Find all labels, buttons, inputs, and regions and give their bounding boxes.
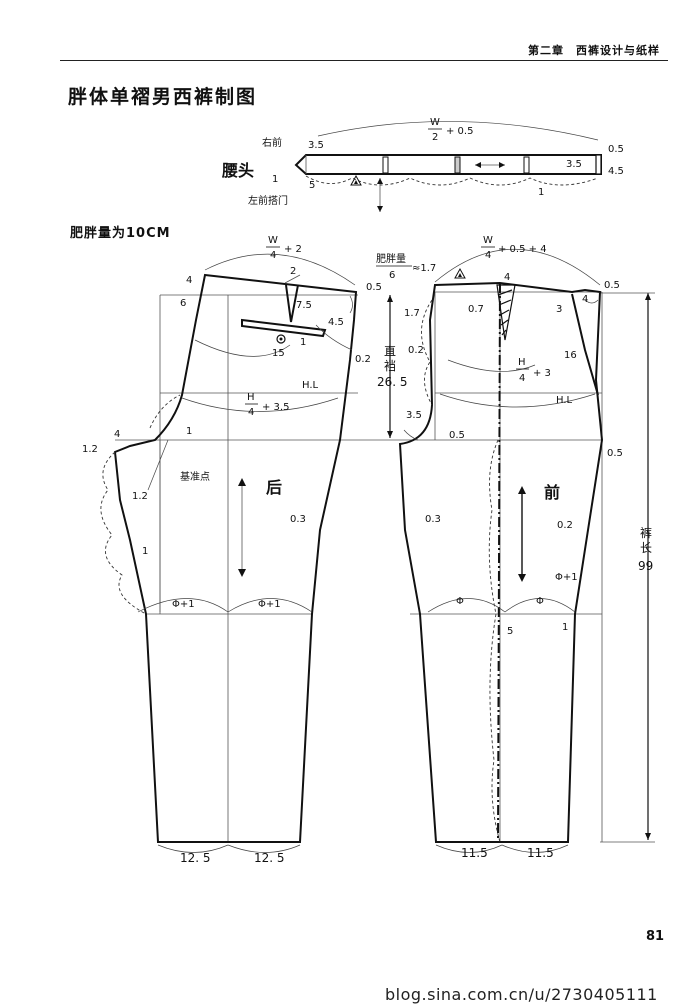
back-m-1c: 1 [186,426,192,437]
front-waist-rest: + 0.5 + 4 [498,244,547,255]
front-hem-a: 11.5 [461,846,488,860]
front-obese-label: 肥胖量 [376,253,406,265]
front-obese-rest: ≈1.7 [412,263,436,274]
wb-formula-den: 2 [432,132,438,143]
subtitle: 肥胖量为10CM [70,226,171,241]
front-knee-c: Φ+1 [555,572,578,583]
front-label: 前 [544,483,561,502]
rise-value: 26. 5 [377,375,408,389]
back-piece [100,253,400,853]
length-line2: 长 [640,541,652,555]
front-hip-num: H [518,357,526,368]
waistband-bottom-scallop [305,175,599,186]
wb-0-5: 0.5 [608,144,624,155]
wb-formula-rest: + 0.5 [446,126,473,137]
waistband-outline [294,154,602,175]
length-value: 99 [638,559,653,573]
front-m-4: 4 [504,272,510,283]
front-m-0-3: 0.3 [425,514,441,525]
wb-4-5: 4.5 [608,166,624,177]
back-waist-num: W [268,235,278,246]
front-m-0-5c: 0.5 [607,448,623,459]
back-pocket [241,318,327,338]
front-hl: H.L [556,395,573,406]
front-m-0-5a: 0.5 [604,280,620,291]
front-m-4b: 4 [582,294,588,305]
back-hem-a: 12. 5 [180,851,211,865]
front-m-16: 16 [564,350,577,361]
waistband-group [294,121,602,212]
wb-5: 5 [309,180,315,191]
wb-3-5b: 3.5 [566,159,582,170]
waistband-label: 腰头 [222,161,255,180]
base-point-label: 基准点 [180,470,210,483]
header-rule [60,60,668,61]
front-obese-den: 6 [389,270,395,281]
right-front-label: 右前 [262,136,282,149]
back-label: 后 [266,478,283,497]
waistband-loop-2 [454,156,461,174]
back-hip-num: H [247,392,255,403]
front-m-3: 3 [556,304,562,315]
front-waist-den: 4 [485,250,491,261]
length-line1: 裤 [640,526,652,540]
back-m-6: 6 [180,298,186,309]
back-m-15: 15 [272,348,285,359]
back-hl: H.L [302,380,319,391]
front-m-0-2b: 0.2 [557,520,573,531]
front-m-5: 5 [507,626,513,637]
back-m-7-5: 7.5 [296,300,312,311]
front-knee-a: Φ [456,596,464,607]
front-hip-den: 4 [519,373,525,384]
back-m-0-5: 0.5 [366,282,382,293]
front-m-1-7: 1.7 [404,308,420,319]
front-piece [398,248,604,853]
back-knee-a: Φ+1 [172,599,195,610]
left-front-label: 左前搭门 [248,194,288,207]
front-knee-b: Φ [536,596,544,607]
front-m-0-2: 0.2 [408,345,424,356]
front-m-0-7: 0.7 [468,304,484,315]
chapter-header: 第二章 西裤设计与纸样 [528,44,660,57]
front-m-1: 1 [562,622,568,633]
wb-3-5a: 3.5 [308,140,324,151]
back-outline [113,273,358,843]
back-waist-rest: + 2 [284,244,302,255]
back-knee-b: Φ+1 [258,599,281,610]
back-waist-den: 4 [270,250,276,261]
back-m-4: 4 [186,275,192,286]
front-hip-rest: + 3 [533,368,551,379]
back-m-4b: 4 [114,429,120,440]
back-m-1-2b: 1.2 [132,491,148,502]
front-m-3-5: 3.5 [406,410,422,421]
watermark: blog.sina.com.cn/u/2730405111 [385,985,658,1004]
back-hip-rest: + 3.5 [262,402,289,413]
front-hem-b: 11.5 [527,846,554,860]
front-waist-num: W [483,235,493,246]
back-m-0-2: 0.2 [355,354,371,365]
wb-1b: 1 [538,187,544,198]
back-m-1-dart: 1 [300,337,306,348]
back-m-0-3: 0.3 [290,514,306,525]
rise-line2: 裆 [384,359,396,373]
waistband-loop-3 [523,156,530,174]
back-m-4-5: 4.5 [328,317,344,328]
page-title: 胖体单褶男西裤制图 [68,86,258,108]
back-hip-den: 4 [248,407,254,418]
front-outline [398,281,604,843]
back-m-1d: 1 [142,546,148,557]
back-m-1-2a: 1.2 [82,444,98,455]
waistband-loop-1 [382,156,389,174]
wb-1: 1 [272,174,278,185]
page-number: 81 [646,929,665,944]
waistband-top-arc [317,121,599,141]
waistband-end-tab [595,154,602,175]
wb-formula-num: W [430,117,440,128]
front-m-0-5b: 0.5 [449,430,465,441]
back-hem-b: 12. 5 [254,851,285,865]
rise-line1: 直 [384,344,396,358]
back-m-2: 2 [290,266,296,277]
